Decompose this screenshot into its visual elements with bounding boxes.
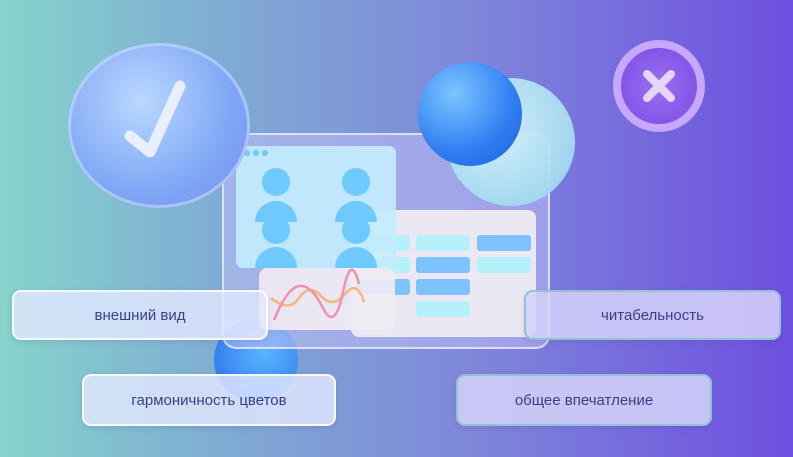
label-overall-impression: общее впечатление — [456, 374, 712, 426]
avatar-icon — [316, 160, 396, 222]
kanban-card — [416, 279, 470, 295]
close-icon — [643, 70, 675, 102]
label-color-harmony: гармоничность цветов — [82, 374, 336, 426]
label-readability: читабельность — [524, 290, 781, 340]
close-badge — [613, 40, 705, 132]
check-icon — [124, 80, 186, 158]
video-call-window — [236, 146, 396, 268]
kanban-card — [416, 301, 470, 317]
avatar-icon — [316, 214, 396, 268]
blue-sphere — [418, 62, 522, 166]
window-dots — [244, 150, 268, 156]
chart-line-pink — [272, 268, 361, 321]
check-badge — [68, 43, 250, 208]
kanban-card — [416, 257, 470, 273]
kanban-card — [477, 257, 531, 273]
line-chart — [270, 268, 366, 321]
avatar-icon — [236, 214, 316, 268]
label-appearance: внешний вид — [12, 290, 268, 340]
avatar-icon — [236, 160, 316, 222]
kanban-card — [477, 235, 531, 251]
chart-line-orange — [270, 286, 366, 307]
chart-card — [259, 268, 395, 330]
kanban-card — [416, 235, 470, 251]
